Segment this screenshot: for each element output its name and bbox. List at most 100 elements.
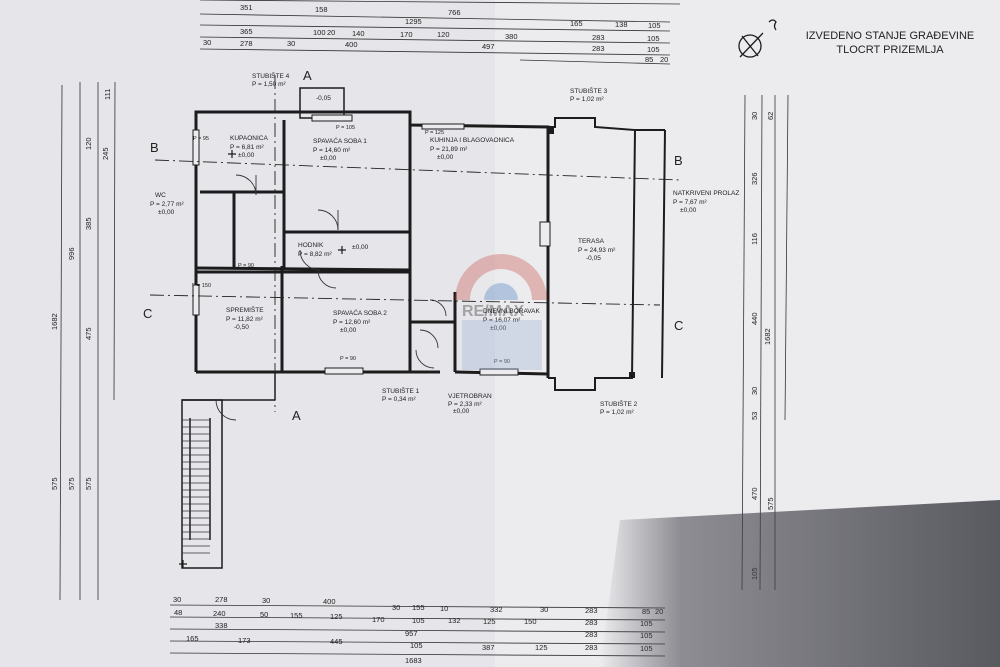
- dim-bot-1-1: 240: [213, 609, 226, 618]
- door-label-1: P = 125: [425, 130, 444, 136]
- dimension-texts-left: 111 120 245 385 996 475 1682 575 575 575: [50, 89, 112, 490]
- dim-bot-0-11: 20: [655, 607, 663, 616]
- room-area-6: P = 12,60 m²: [333, 319, 371, 326]
- dim-top-2-4: 170: [400, 30, 413, 39]
- dim-bot-1-11: 105: [640, 619, 653, 628]
- room-area-8: P = 24,93 m²: [578, 247, 616, 254]
- north-arrow-icon: [738, 19, 777, 58]
- drawing-subtitle: TLOCRT PRIZEMLJA: [836, 44, 944, 56]
- room-level-10: -0,05: [316, 95, 331, 102]
- room-area-1: P = 14,60 m²: [313, 147, 351, 154]
- door-label-0: P = 105: [336, 125, 355, 131]
- room-stubiste-2: STUBIŠTE 2P = 1,02 m²: [600, 399, 638, 416]
- dim-bot-4-0: 1683: [405, 656, 422, 665]
- dim-bot-1-6: 105: [412, 616, 425, 625]
- dim-bot-3-5: 125: [535, 643, 548, 652]
- room-area-12: P = 0,34 m²: [382, 396, 416, 403]
- dim-top-1-2: 138: [615, 20, 628, 29]
- dim-bot-2-0: 338: [215, 621, 228, 630]
- dim-right-f: 1682: [763, 328, 772, 345]
- dim-bot-3-2: 445: [330, 637, 343, 646]
- room-name-0: KUPAONICA: [230, 135, 268, 142]
- room-name-5: SPREMIŠTE: [226, 305, 264, 314]
- door-label-6: P = 95: [193, 136, 209, 142]
- door-swings: [215, 174, 447, 421]
- room-level-2: ±0,00: [437, 154, 454, 161]
- room-area-3: P = 2,77 m²: [150, 201, 184, 208]
- room-level-6: ±0,00: [340, 327, 357, 334]
- dim-left-h: 575: [50, 477, 59, 490]
- building-walls: [194, 110, 550, 378]
- stair-treads: [182, 419, 210, 554]
- section-b-right: B: [674, 153, 683, 168]
- section-a-top: A: [303, 68, 312, 83]
- room-name-10: STUBIŠTE 4: [252, 71, 290, 80]
- dim-top-1-1: 165: [570, 19, 583, 28]
- dim-bot-1-9: 150: [524, 617, 537, 626]
- windows: [192, 114, 551, 376]
- section-markers: A A B B C C: [143, 68, 683, 423]
- room-spavaca-1: SPAVAĆA SOBA 1P = 14,60 m²±0,00: [313, 136, 367, 162]
- room-name-13: VJETROBRAN: [448, 393, 492, 400]
- dim-bot-3-7: 105: [640, 644, 653, 653]
- room-name-6: SPAVAĆA SOBA 2: [333, 308, 387, 317]
- dim-bot-1-0: 48: [174, 608, 182, 617]
- room-area-0: P = 6,81 m²: [230, 144, 264, 151]
- dim-bot-3-1: 173: [238, 636, 251, 645]
- dim-top-4-1: 20: [660, 55, 668, 64]
- door-label-5: P = 150: [192, 283, 211, 289]
- dim-top-2-1: 100: [313, 28, 326, 37]
- dim-top-3-4: 497: [482, 42, 495, 51]
- drawing-title: IZVEDENO STANJE GRAĐEVINE: [805, 30, 975, 42]
- room-area-5: P = 11,82 m²: [226, 316, 264, 323]
- remax-watermark: RE/MAX: [455, 254, 547, 370]
- room-name-7: DNEVNI BORAVAK: [483, 308, 540, 315]
- dim-left-f: 475: [84, 327, 93, 340]
- dim-top-1-0: 1295: [405, 17, 422, 26]
- dim-left-i: 575: [67, 477, 76, 490]
- dimension-lines-top: [199, 0, 681, 65]
- dim-bot-2-3: 105: [640, 631, 653, 640]
- dim-top-2-0: 365: [240, 27, 253, 36]
- dim-top-1-3: 105: [648, 21, 661, 30]
- section-b-left: B: [150, 140, 159, 155]
- dim-right-b: 62: [766, 112, 775, 120]
- dim-top-3-0: 30: [203, 38, 211, 47]
- dim-right-g: 30: [750, 387, 759, 395]
- room-labels: KUPAONICA P = 6,81 m² ±0,00 SPAVAĆA SOBA 1…: [150, 71, 739, 416]
- dim-top-2-6: 380: [505, 32, 518, 41]
- dim-bot-3-0: 165: [186, 634, 199, 643]
- room-dnevni: DNEVNI BORAVAK P = 16,07 m²±0,00: [483, 308, 540, 332]
- dim-bot-0-5: 155: [412, 603, 425, 612]
- room-name-1: SPAVAĆA SOBA 1: [313, 136, 367, 145]
- dim-right-d: 116: [750, 233, 759, 245]
- dim-top-3-5: 283: [592, 44, 605, 53]
- room-area-4: P = 8,82 m²: [298, 251, 332, 258]
- dim-top-0-0: 351: [240, 3, 253, 12]
- dim-bot-0-7: 332: [490, 605, 503, 614]
- door-label-2: P = 90: [340, 356, 356, 362]
- room-stubiste-3: STUBIŠTE 3P = 1,02 m²: [570, 86, 608, 103]
- dim-bot-3-3: 105: [410, 641, 423, 650]
- room-level-4: ±0,00: [352, 244, 369, 251]
- dim-bot-1-8: 125: [483, 617, 496, 626]
- section-a-bottom: A: [292, 408, 301, 423]
- terrace-outline: [548, 117, 666, 391]
- level-markers: [179, 150, 346, 568]
- room-area-7: P = 16,07 m²: [483, 317, 521, 324]
- dim-bot-1-5: 170: [372, 615, 385, 624]
- paper-left-half: [0, 0, 495, 667]
- room-area-11: P = 1,02 m²: [570, 96, 604, 103]
- dim-bot-0-3: 400: [323, 597, 336, 606]
- dim-left-c: 245: [101, 147, 110, 160]
- door-label-4: P = 90: [238, 263, 254, 269]
- dim-bot-0-0: 30: [173, 595, 181, 604]
- room-name-9: NATKRIVENI PROLAZ: [673, 190, 739, 197]
- room-level-7: ±0,00: [490, 325, 507, 332]
- dim-bot-1-3: 155: [290, 611, 303, 620]
- section-c-left: C: [143, 306, 152, 321]
